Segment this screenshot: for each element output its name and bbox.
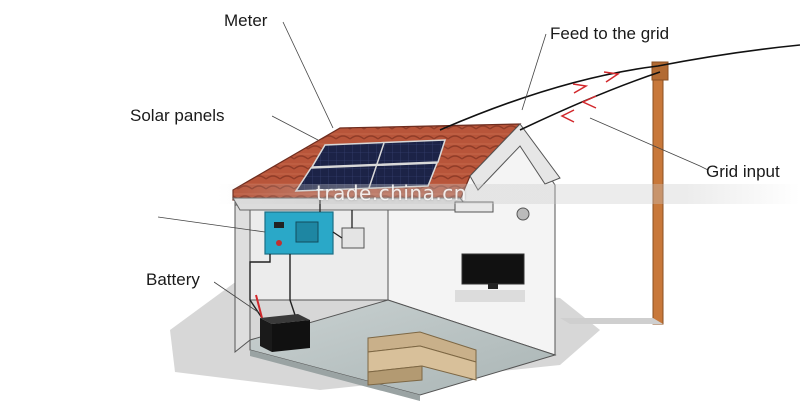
grid-input-label: Grid input	[706, 162, 780, 181]
meter-label-plate	[150, 9, 278, 39]
sofa-front	[367, 365, 423, 386]
floor-edge	[250, 350, 420, 401]
battery-label: Battery	[146, 270, 200, 289]
pole-shadow	[560, 318, 663, 324]
left-wall	[234, 204, 251, 354]
feed-to-grid-label: Feed to the grid	[550, 24, 670, 43]
leader-inverter	[157, 216, 266, 233]
cable-battery-positive	[249, 254, 271, 319]
solar-panel-divider	[368, 142, 385, 189]
roof-gable-trim	[469, 123, 561, 191]
leader-battery	[213, 281, 259, 313]
solar-label-plate	[110, 100, 272, 130]
watermark-band	[218, 184, 800, 204]
battery-side	[272, 320, 310, 352]
tv-stand	[488, 284, 498, 289]
leader-solar-panels	[271, 115, 319, 141]
grid-wire-upper	[439, 44, 800, 131]
watermark: trade.china.cn	[316, 181, 467, 205]
solar-panel-lower	[294, 162, 439, 192]
cable-battery-negative	[289, 254, 297, 319]
inverter-knob	[276, 240, 282, 246]
solar-panel-upper	[310, 139, 447, 168]
arrow-feed-to-grid-2	[603, 71, 621, 83]
television	[461, 253, 525, 285]
grid-wire-lower	[519, 71, 661, 131]
battery-front	[260, 318, 272, 352]
inverter-label-plate	[0, 194, 158, 240]
battery-label-plate	[112, 268, 214, 296]
meter-label: Meter	[224, 11, 268, 30]
junction-box	[341, 227, 365, 249]
meter-box	[454, 201, 494, 213]
cable-red-segment	[255, 294, 263, 319]
solar-panels-label: Solar panels	[130, 106, 225, 125]
leader-grid-input	[589, 117, 709, 171]
exterior-fitting	[516, 207, 530, 221]
arrow-grid-input-2	[560, 109, 575, 123]
cable-inverter-junction	[332, 231, 343, 239]
leader-meter	[282, 21, 334, 129]
battery-top	[260, 314, 310, 324]
tv-shadow	[455, 290, 525, 302]
arrow-grid-input-1	[581, 95, 597, 109]
arrow-feed-to-grid-1	[572, 83, 589, 94]
inverter-display	[295, 221, 319, 243]
inverter-terminal	[274, 222, 284, 228]
leader-feed-to-grid	[521, 33, 547, 111]
